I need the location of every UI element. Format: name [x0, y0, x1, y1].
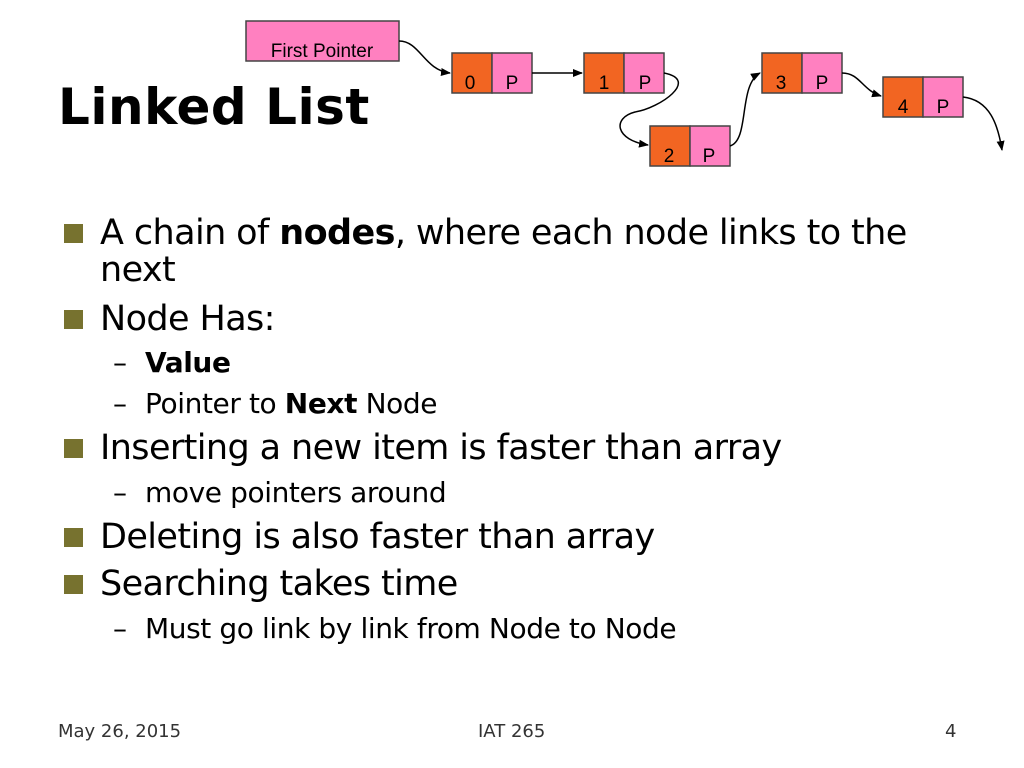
bullet-1-text-bold: nodes	[279, 213, 395, 253]
node-0: 0 P	[451, 52, 533, 94]
bullet-2-text: Node Has:	[100, 299, 275, 339]
node-0-pointer: P	[506, 73, 519, 94]
node-2-pointer: P	[703, 146, 716, 167]
footer-date: May 26, 2015	[58, 721, 182, 742]
arrow-3-to-4	[841, 72, 882, 98]
bullet-square-icon	[64, 528, 83, 547]
sub-bullet-2-1-text: Value	[145, 346, 231, 379]
bullet-4: Deleting is also faster than array	[64, 517, 980, 557]
node-3-pointer: P	[816, 73, 829, 94]
sub-bullet-2-2-text-pre: Pointer to	[145, 387, 285, 420]
slide-title: Linked List	[58, 78, 370, 136]
node-4: 4 P	[882, 76, 964, 118]
bullet-3: Inserting a new item is faster than arra…	[64, 428, 980, 468]
node-4-pointer: P	[937, 97, 950, 118]
bullet-square-icon	[64, 224, 83, 243]
bullet-1-text-post: , where each node links to the next	[100, 213, 907, 290]
first-pointer-label: First Pointer	[271, 41, 374, 62]
sub-bullet-5-1: – Must go link by link from Node to Node	[113, 612, 965, 645]
bullet-5: Searching takes time	[64, 564, 980, 604]
bullet-square-icon	[64, 439, 83, 458]
dash-marker: –	[113, 387, 127, 420]
dash-marker: –	[113, 612, 127, 645]
arrow-2-to-3	[729, 72, 761, 147]
dash-marker: –	[113, 476, 127, 509]
bullet-3-text: Inserting a new item is faster than arra…	[100, 428, 782, 468]
bullet-2: Node Has:	[64, 299, 980, 339]
node-3-value: 3	[776, 73, 787, 94]
sub-bullet-2-1: – Value	[113, 346, 965, 379]
bullet-square-icon	[64, 575, 83, 594]
node-1-value: 1	[599, 73, 610, 94]
sub-bullet-3-1-text: move pointers around	[145, 476, 447, 509]
arrow-1-to-2	[619, 72, 680, 148]
sub-bullet-2-2: – Pointer to Next Node	[113, 387, 965, 420]
node-1-pointer: P	[639, 73, 652, 94]
arrow-first-to-0	[398, 40, 451, 76]
sub-bullet-3-1: – move pointers around	[113, 476, 965, 509]
sub-bullet-2-2-text-bold: Next	[284, 387, 358, 420]
first-pointer-box: First Pointer	[245, 20, 400, 62]
node-4-value: 4	[898, 97, 909, 118]
node-1: 1 P	[583, 52, 665, 94]
node-0-value: 0	[465, 73, 476, 94]
node-2: 2 P	[649, 125, 731, 167]
bullet-4-text: Deleting is also faster than array	[100, 517, 655, 557]
bullet-square-icon	[64, 310, 83, 329]
arrow-4-to-null	[962, 96, 1005, 151]
bullet-1: A chain of nodes, where each node links …	[64, 213, 980, 290]
bullet-5-text: Searching takes time	[100, 564, 458, 604]
footer-page-number: 4	[945, 721, 957, 742]
sub-bullet-2-2-text-post: Node	[357, 387, 438, 420]
bullet-1-text-pre: A chain of	[100, 213, 280, 253]
dash-marker: –	[113, 346, 127, 379]
node-2-value: 2	[664, 146, 675, 167]
footer-course: IAT 265	[478, 721, 546, 742]
sub-bullet-5-1-text: Must go link by link from Node to Node	[145, 612, 677, 645]
linked-list-diagram: First Pointer 0 P 1 P 2 P 3 P	[245, 20, 1005, 167]
node-3: 3 P	[761, 52, 843, 94]
